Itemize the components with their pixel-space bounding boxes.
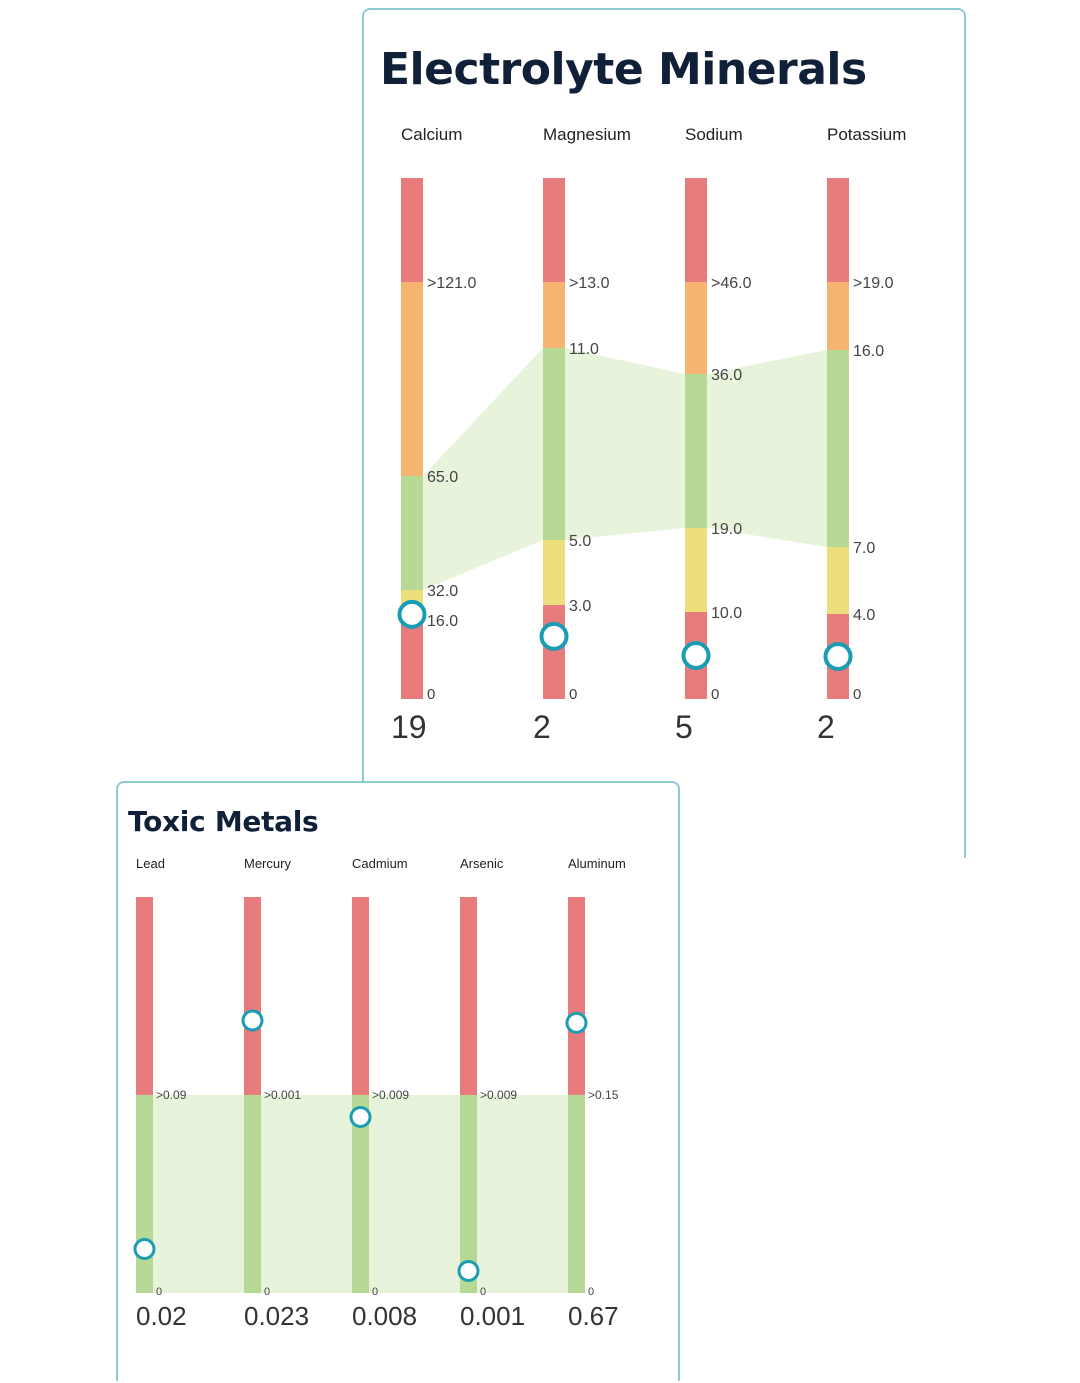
value-marker-calcium: [397, 599, 427, 629]
threshold-label-high: >121.0: [427, 275, 476, 292]
value-marker-magnesium: [539, 621, 569, 651]
threshold-label-high: >0.15: [588, 1088, 619, 1102]
electrolyte-minerals-panel: Electrolyte Minerals Calcium >121.0 65.0 32…: [362, 8, 966, 858]
metal-name-cadmium: Cadmium: [352, 856, 408, 871]
gauge-segment-elevated: [543, 282, 565, 348]
gauge-segment-normal: [136, 1095, 153, 1293]
value-marker-cadmium: [349, 1106, 372, 1128]
threshold-label: 32.0: [427, 583, 458, 600]
threshold-label-high: >0.001: [264, 1088, 301, 1102]
zero-label: 0: [480, 1286, 486, 1298]
threshold-label-high: >46.0: [711, 275, 752, 292]
threshold-label: 4.0: [853, 607, 875, 624]
threshold-label: 3.0: [569, 598, 591, 615]
gauge-segment-normal: [352, 1095, 369, 1293]
gauge-segment-normal: [543, 348, 565, 540]
zero-label: 0: [427, 686, 435, 703]
threshold-label-high: >19.0: [853, 275, 894, 292]
value-marker-arsenic: [457, 1260, 480, 1282]
mineral-name-magnesium: Magnesium: [543, 125, 631, 144]
value-label-cadmium: 0.008: [352, 1301, 417, 1331]
value-marker-potassium: [823, 642, 853, 671]
threshold-label: 7.0: [853, 540, 875, 557]
threshold-label: 16.0: [853, 343, 884, 360]
threshold-label: 19.0: [711, 521, 742, 538]
mineral-name-sodium: Sodium: [685, 125, 743, 144]
normal-range-ribbon: [401, 348, 849, 590]
zero-label: 0: [156, 1286, 162, 1298]
gauge-segment-high: [136, 897, 153, 1095]
gauge-segment-elevated: [401, 282, 423, 476]
value-label-mercury: 0.023: [244, 1301, 309, 1331]
gauge-segment-high: [685, 178, 707, 282]
metal-name-mercury: Mercury: [244, 856, 291, 871]
value-marker-sodium: [681, 641, 711, 670]
gauge-segment-high: [352, 897, 369, 1095]
gauge-segment-normal: [244, 1095, 261, 1293]
gauge-segment-normal: [827, 350, 849, 547]
value-label-arsenic: 0.001: [460, 1301, 525, 1331]
threshold-label-high: >13.0: [569, 275, 610, 292]
toxic-metals-panel: Toxic Metals Lead >0.09 0 0.02 Mercury >0.001…: [116, 781, 680, 1381]
toxic-metals-chart: Lead >0.09 0 0.02 Mercury >0.001 0 0.023 Cadmium…: [133, 856, 626, 1331]
gauge-segment-low: [543, 540, 565, 605]
mineral-name-potassium: Potassium: [827, 125, 906, 144]
gauge-segment-low: [827, 547, 849, 614]
zero-label: 0: [569, 686, 577, 703]
threshold-label-high: >0.09: [156, 1088, 187, 1102]
threshold-label: 11.0: [569, 341, 599, 358]
threshold-label: 36.0: [711, 367, 742, 384]
value-label-magnesium: 2: [533, 709, 551, 745]
gauge-segment-high: [827, 178, 849, 282]
zero-label: 0: [588, 1286, 594, 1298]
gauge-segment-high: [244, 897, 261, 1095]
threshold-label: 5.0: [569, 533, 591, 550]
value-marker-aluminum: [565, 1011, 588, 1034]
metal-name-arsenic: Arsenic: [460, 856, 504, 871]
gauge-segment-normal: [685, 374, 707, 528]
zero-label: 0: [853, 686, 861, 703]
gauge-segment-elevated: [685, 282, 707, 374]
gauge-segment-normal: [401, 476, 423, 590]
gauge-segment-normal: [568, 1095, 585, 1293]
mineral-name-calcium: Calcium: [401, 125, 462, 144]
value-label-calcium: 19: [391, 709, 427, 745]
electrolyte-minerals-chart: Calcium>121.065.032.016.0019Magnesium>13…: [391, 125, 906, 745]
metal-name-aluminum: Aluminum: [568, 856, 626, 871]
threshold-label: 10.0: [711, 605, 742, 622]
gauge-segment-normal: [460, 1095, 477, 1293]
zero-label: 0: [264, 1286, 270, 1298]
electrolyte-minerals-title: Electrolyte Minerals: [380, 44, 867, 95]
toxic-metals-title: Toxic Metals: [128, 805, 319, 838]
threshold-label: 16.0: [427, 613, 458, 630]
threshold-label-high: >0.009: [480, 1088, 517, 1102]
zero-label: 0: [372, 1286, 378, 1298]
gauge-segment-deficient: [401, 620, 423, 699]
zero-label: 0: [711, 686, 719, 703]
value-label-aluminum: 0.67: [568, 1301, 619, 1331]
value-marker-lead: [133, 1238, 156, 1260]
gauge-segment-high: [568, 897, 585, 1095]
metal-name-lead: Lead: [136, 856, 165, 871]
gauge-segment-elevated: [827, 282, 849, 350]
gauge-segment-low: [685, 528, 707, 612]
value-label-lead: 0.02: [136, 1301, 187, 1331]
threshold-label-high: >0.009: [372, 1088, 409, 1102]
gauge-segment-high: [401, 178, 423, 282]
gauge-segment-deficient: [543, 605, 565, 699]
threshold-label: 65.0: [427, 469, 458, 486]
gauge-segment-high: [543, 178, 565, 282]
gauge-segment-high: [460, 897, 477, 1095]
value-label-potassium: 2: [817, 709, 835, 745]
value-label-sodium: 5: [675, 709, 693, 745]
value-marker-mercury: [241, 1009, 264, 1032]
